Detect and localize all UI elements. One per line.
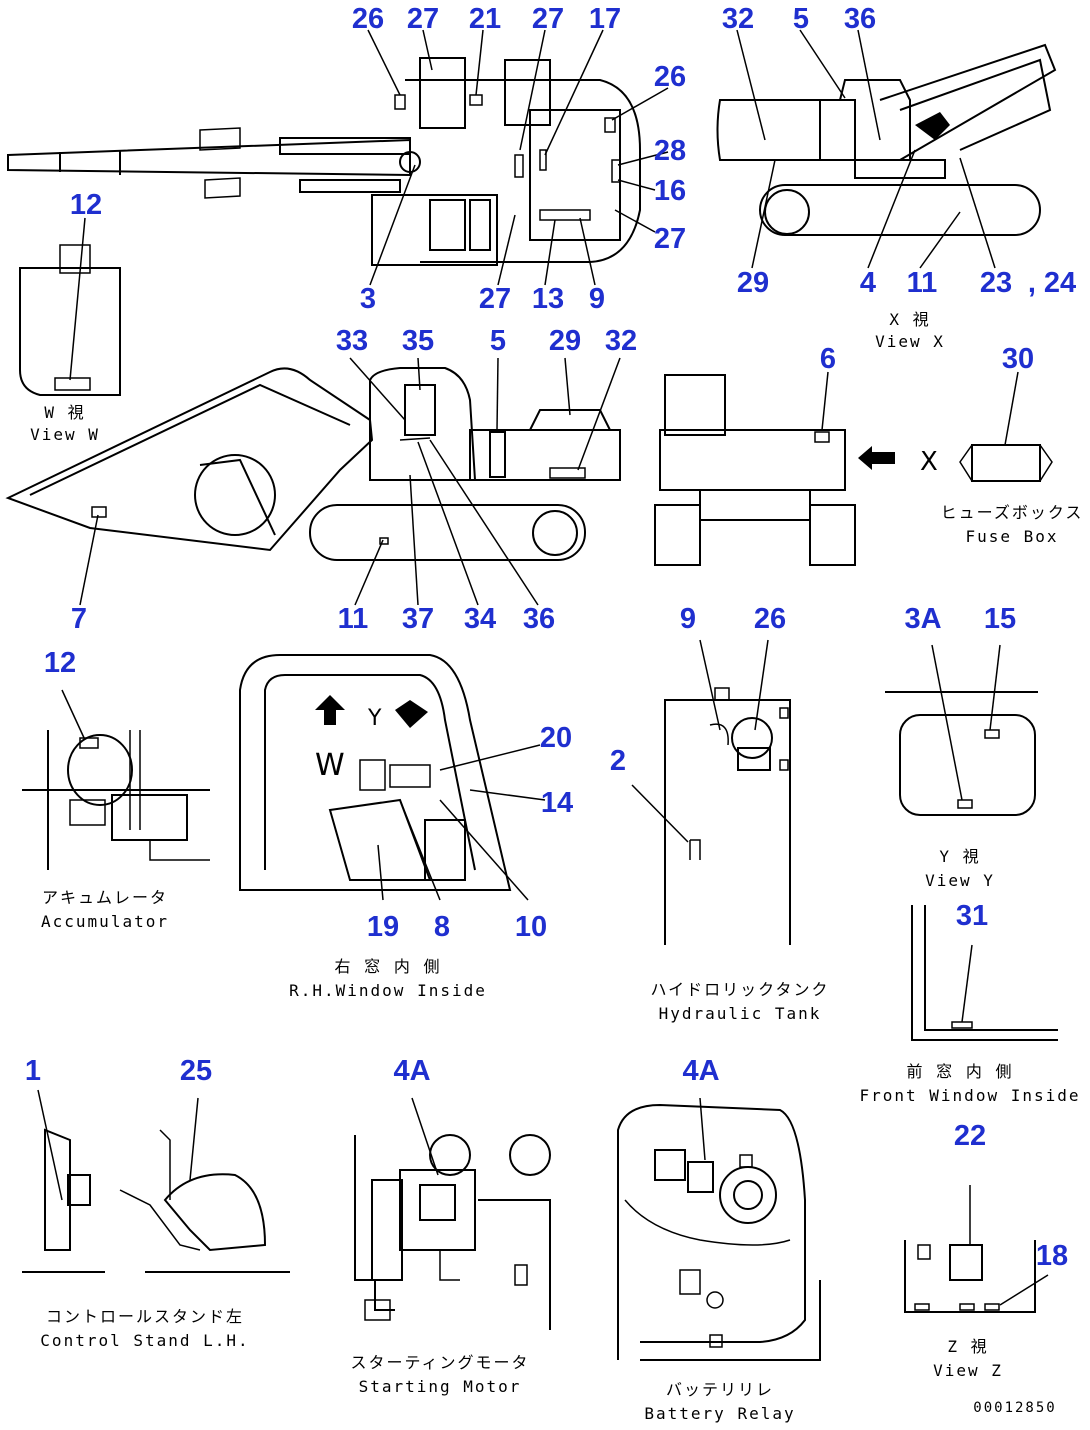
callout-32: 32 <box>722 3 754 35</box>
callout-18: 18 <box>1036 1240 1068 1272</box>
battery-relay-en-caption: Battery Relay <box>644 1404 795 1423</box>
fuse-box-en-caption: Fuse Box <box>965 527 1058 546</box>
callout-5: 5 <box>490 325 506 357</box>
callout-11: 11 <box>907 267 938 299</box>
drawing-number: 00012850 <box>973 1400 1056 1416</box>
callout-32: 32 <box>605 325 637 357</box>
accumulator-detail: アキュムレータ Accumulator <box>22 689 210 931</box>
view-x-jp-caption: X 視 <box>889 310 930 329</box>
battery-relay-jp-caption: バッテリリレ <box>666 1380 774 1399</box>
view-w-en-caption: View W <box>30 425 100 444</box>
callout-15: 15 <box>984 603 1016 635</box>
front-window-jp-caption: 前 窓 内 側 <box>907 1062 1014 1081</box>
control-stand-detail: コントロールスタンド左 Control Stand L.H. <box>22 1089 290 1350</box>
callout-labels: 26 27 21 27 17 26 28 16 27 3 27 13 9 12 … <box>25 3 1076 1272</box>
view-w-detail: W 視 View W <box>19 217 121 444</box>
view-z-jp-caption: Z 視 <box>947 1337 988 1356</box>
hydraulic-tank-jp-caption: ハイドロリックタンク <box>650 980 829 999</box>
callout-26: 26 <box>654 61 686 93</box>
callout-5: 5 <box>793 3 809 35</box>
starting-motor-detail: スターティングモータ Starting Motor <box>350 1097 551 1396</box>
rh-window-detail: Y W 右 窓 内 側 R.H.Window Inside <box>239 654 546 1000</box>
view-y-jp-caption: Y 視 <box>939 847 980 866</box>
hydraulic-tank-detail: ハイドロリックタンク Hydraulic Tank <box>631 639 829 1023</box>
callout-20: 20 <box>540 722 572 754</box>
callout-35: 35 <box>402 325 434 357</box>
callout-9: 9 <box>589 283 605 315</box>
view-x-marker: X <box>920 447 938 477</box>
callout-23: 23 <box>980 267 1012 299</box>
front-window-detail: 前 窓 内 側 Front Window Inside <box>859 905 1080 1105</box>
callout-25: 25 <box>180 1055 212 1087</box>
callout-21: 21 <box>469 3 501 35</box>
callout-27: 27 <box>654 223 686 255</box>
callout-22: 22 <box>954 1120 986 1152</box>
callout-27: 27 <box>407 3 439 35</box>
callout-34: 34 <box>464 603 496 635</box>
callout-24: , 24 <box>1028 267 1076 299</box>
control-stand-jp-caption: コントロールスタンド左 <box>46 1307 244 1326</box>
callout-10: 10 <box>515 911 547 943</box>
view-y-marker: Y <box>367 706 382 731</box>
view-y-detail: Y 視 View Y <box>885 644 1038 890</box>
side-view-x: X 視 View X <box>716 29 1057 351</box>
view-w-jp-caption: W 視 <box>44 403 85 422</box>
callout-8: 8 <box>434 911 450 943</box>
callout-31: 31 <box>956 900 988 932</box>
control-stand-en-caption: Control Stand L.H. <box>40 1331 249 1350</box>
callout-4A: 4A <box>682 1055 719 1087</box>
callout-17: 17 <box>589 3 621 35</box>
callout-3A: 3A <box>904 603 941 635</box>
callout-27: 27 <box>479 283 511 315</box>
view-z-en-caption: View Z <box>933 1361 1003 1380</box>
callout-29: 29 <box>737 267 769 299</box>
accumulator-jp-caption: アキュムレータ <box>42 888 168 907</box>
callout-4A: 4A <box>393 1055 430 1087</box>
callout-12: 12 <box>70 189 102 221</box>
accumulator-en-caption: Accumulator <box>41 912 169 931</box>
callout-16: 16 <box>654 175 686 207</box>
callout-4: 4 <box>860 267 876 299</box>
callout-28: 28 <box>654 135 686 167</box>
view-x-en-caption: View X <box>875 332 945 351</box>
callout-9: 9 <box>680 603 696 635</box>
callout-36: 36 <box>523 603 555 635</box>
front-window-en-caption: Front Window Inside <box>859 1086 1080 1105</box>
callout-14: 14 <box>541 787 573 819</box>
callout-26: 26 <box>352 3 384 35</box>
front-view-machine: X ヒューズボックス Fuse Box <box>654 371 1084 566</box>
callout-12: 12 <box>44 647 76 679</box>
callout-37: 37 <box>402 603 434 635</box>
callout-7: 7 <box>71 603 87 635</box>
callout-6: 6 <box>820 343 836 375</box>
top-view-machine <box>7 29 669 286</box>
view-w-marker: W <box>315 748 345 783</box>
callout-11: 11 <box>338 603 369 635</box>
rh-window-en-caption: R.H.Window Inside <box>289 981 487 1000</box>
callout-29: 29 <box>549 325 581 357</box>
callout-36: 36 <box>844 3 876 35</box>
callout-13: 13 <box>532 283 564 315</box>
callout-27: 27 <box>532 3 564 35</box>
callout-30: 30 <box>1002 343 1034 375</box>
view-z-detail: Z 視 View Z <box>904 1185 1049 1380</box>
side-view-machine <box>5 357 621 606</box>
rh-window-jp-caption: 右 窓 内 側 <box>335 957 442 976</box>
starting-motor-jp-caption: スターティングモータ <box>350 1353 529 1372</box>
callout-26: 26 <box>754 603 786 635</box>
callout-2: 2 <box>610 745 626 777</box>
battery-relay-detail: バッテリリレ Battery Relay <box>617 1097 821 1423</box>
view-y-en-caption: View Y <box>925 871 995 890</box>
callout-33: 33 <box>336 325 368 357</box>
callout-3: 3 <box>360 283 376 315</box>
callout-1: 1 <box>25 1055 41 1087</box>
fuse-box-jp-caption: ヒューズボックス <box>941 503 1084 522</box>
callout-19: 19 <box>367 911 399 943</box>
hydraulic-tank-en-caption: Hydraulic Tank <box>659 1004 822 1023</box>
starting-motor-en-caption: Starting Motor <box>359 1377 522 1396</box>
